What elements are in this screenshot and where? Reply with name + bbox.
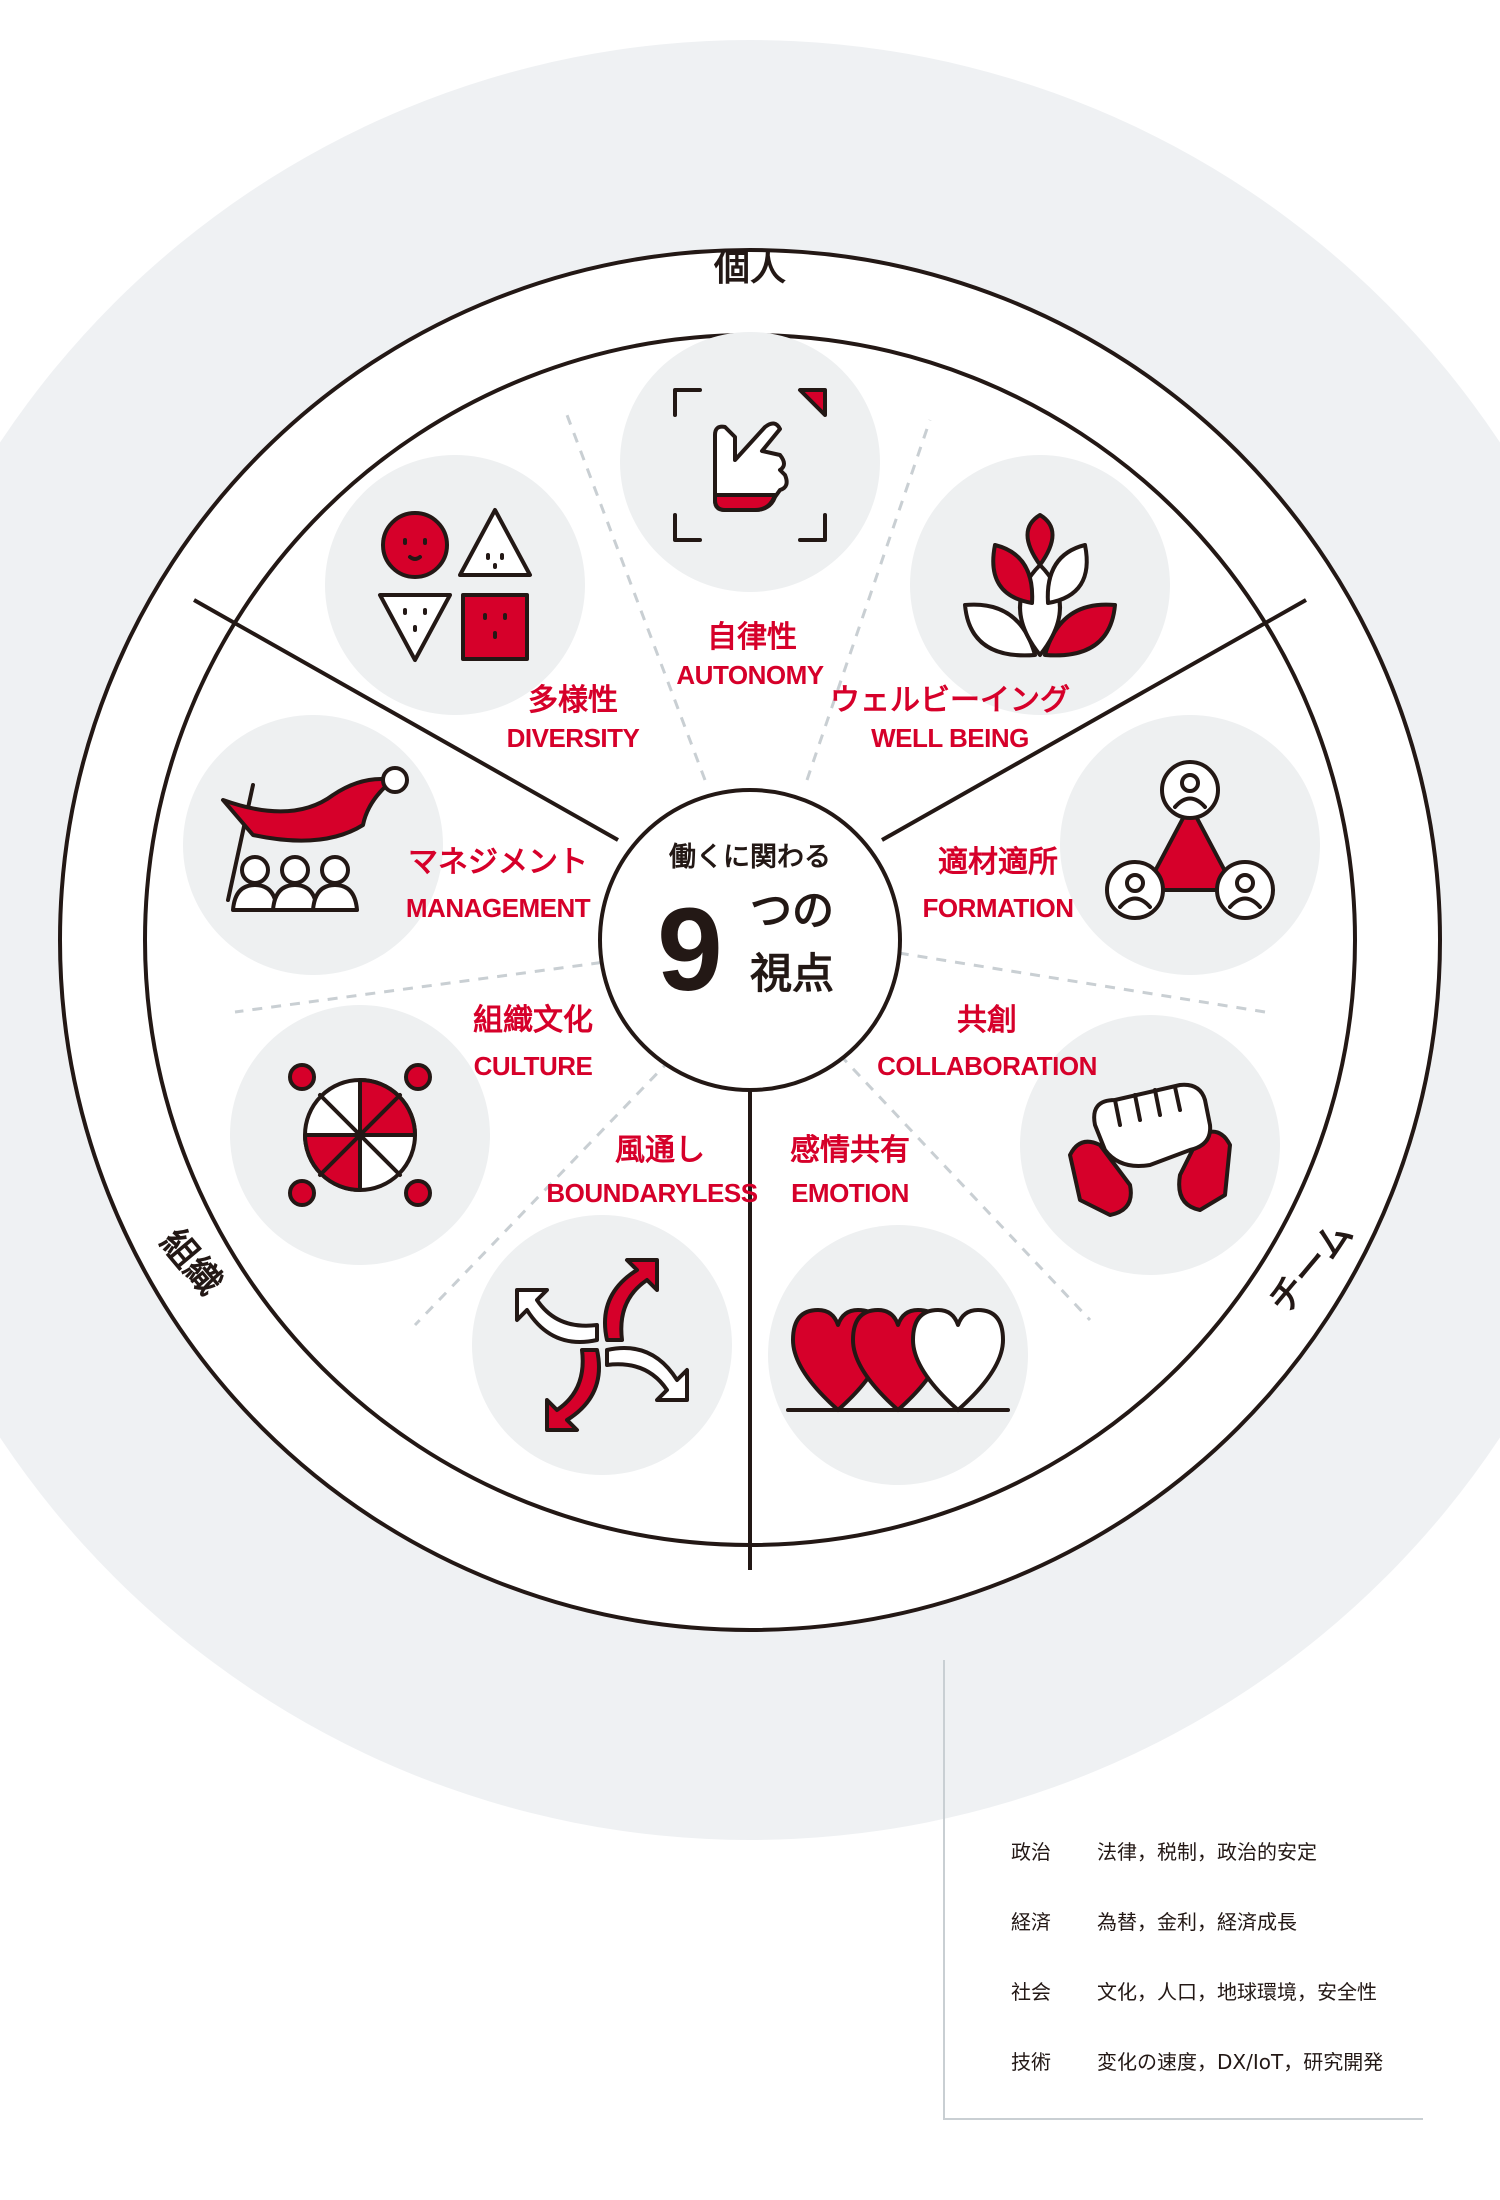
center-tsuno: つの (750, 886, 834, 935)
viewpoint-en: MANAGEMENT (406, 893, 591, 923)
leaves-icon (963, 513, 1117, 658)
viewpoint-en: DIVERSITY (507, 723, 640, 753)
hearts-icon (786, 1308, 1010, 1412)
factor-items: 為替，金利，経済成長 (1097, 1909, 1297, 1934)
viewpoint-en: FORMATION (923, 893, 1074, 923)
center-badge (598, 788, 902, 1092)
viewpoint-jp: 適材適所 (938, 845, 1058, 880)
viewpoint-autonomy: 自律性 AUTONOMY (676, 620, 824, 690)
viewpoint-diversity: 多様性 DIVERSITY (507, 683, 640, 753)
factor-category: 経済 (1011, 1909, 1051, 1934)
table-row: 技術 変化の速度，DX/IoT，研究開発 (1011, 2040, 1431, 2080)
external-factors-table: 政治 法律，税制，政治的安定 経済 為替，金利，経済成長 社会 文化，人口，地球… (943, 1660, 1423, 2120)
viewpoint-emotion: 感情共有 EMOTION (790, 1133, 910, 1208)
factor-items: 変化の速度，DX/IoT，研究開発 (1097, 2049, 1384, 2074)
table-row: 社会 文化，人口，地球環境，安全性 (1011, 1970, 1431, 2010)
factor-items: 文化，人口，地球環境，安全性 (1097, 1979, 1377, 2004)
viewpoint-en: EMOTION (791, 1178, 909, 1208)
ring-dividers (193, 598, 1307, 1570)
handshake-icon (1068, 1082, 1232, 1217)
viewpoint-en: CULTURE (474, 1051, 593, 1081)
swirl-arrows-icon (515, 1258, 689, 1432)
viewpoint-en: BOUNDARYLESS (546, 1178, 757, 1208)
people-circle-icon (288, 1063, 432, 1207)
viewpoint-jp: 風通し (615, 1133, 705, 1168)
viewpoint-jp: マネジメント (408, 845, 588, 880)
viewpoint-jp: 自律性 (707, 620, 797, 655)
shape-faces-icon (378, 508, 532, 662)
table-row: 経済 為替，金利，経済成長 (1011, 1900, 1431, 1940)
ring-label-individual: 個人 (713, 248, 786, 289)
viewpoint-jp: 組織文化 (473, 1003, 593, 1038)
team-triangle-icon (1105, 760, 1275, 920)
dashed-dividers (234, 414, 1266, 1327)
factor-category: 技術 (1011, 2049, 1051, 2074)
viewpoint-jp: 共創 (957, 1003, 1017, 1038)
viewpoint-en: COLLABORATION (877, 1051, 1097, 1081)
factor-category: 社会 (1011, 1979, 1051, 2004)
viewpoint-culture: 組織文化 CULTURE (473, 1003, 593, 1081)
flag-group-icon (221, 766, 409, 912)
viewpoint-jp: 多様性 (528, 683, 618, 718)
viewpoint-boundaryless: 風通し BOUNDARYLESS (546, 1133, 758, 1208)
center-number: 9 (657, 884, 723, 1016)
viewpoint-collaboration: 共創 COLLABORATION (877, 1003, 1097, 1081)
viewpoint-formation: 適材適所 FORMATION (923, 845, 1075, 923)
table-row: 政治 法律，税制，政治的安定 (1011, 1830, 1431, 1870)
factor-items: 法律，税制，政治的安定 (1097, 1839, 1317, 1864)
factor-category: 政治 (1011, 1839, 1051, 1864)
viewpoint-en: AUTONOMY (676, 660, 823, 690)
viewpoint-well-being: ウェルビーイング WELL BEING (830, 683, 1070, 753)
viewpoint-jp: ウェルビーイング (830, 683, 1070, 718)
viewpoint-management: マネジメント MANAGEMENT (406, 845, 591, 923)
center-shiten: 視点 (750, 949, 834, 998)
viewpoint-en: WELL BEING (871, 723, 1029, 753)
viewpoint-jp: 感情共有 (790, 1133, 910, 1168)
center-title: 働くに関わる (669, 842, 831, 873)
pointing-hand-icon (673, 388, 827, 542)
